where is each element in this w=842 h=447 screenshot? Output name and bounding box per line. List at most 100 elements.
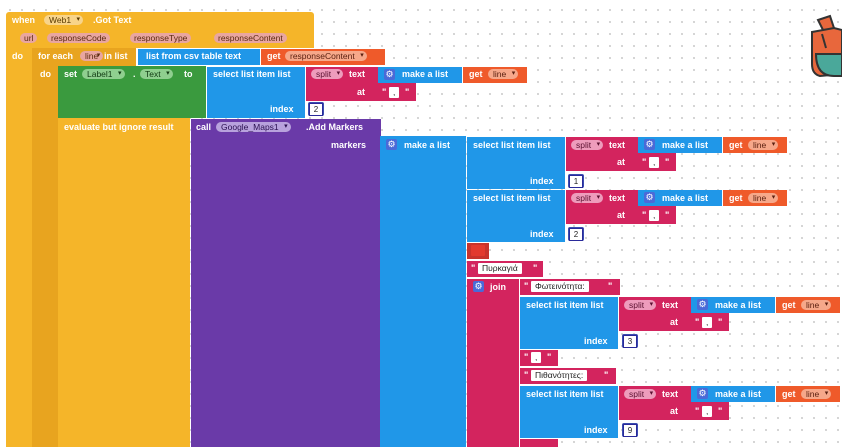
split-dropdown[interactable]: split (571, 193, 604, 203)
index-label: index (584, 425, 608, 435)
param-response-code[interactable]: responseCode (47, 33, 111, 43)
mutator-gear-icon[interactable]: ⚙ (644, 192, 655, 203)
to-label: to (184, 69, 193, 79)
var-dropdown-line[interactable]: line (488, 69, 519, 79)
index-number[interactable]: 3 (623, 335, 637, 348)
markers-label: markers (331, 140, 367, 150)
var-dropdown-response-content[interactable]: responseContent (285, 51, 367, 61)
split-dropdown[interactable]: split (311, 69, 344, 79)
select-list-item-block-probability[interactable] (520, 386, 618, 438)
make-a-list-block[interactable] (691, 297, 775, 313)
select-list-item-label: select list item list (526, 389, 604, 399)
get-label: get (267, 51, 281, 61)
list-from-csv-label: list from csv table text (146, 51, 242, 61)
make-a-list-label: make a list (662, 193, 709, 203)
color-red-block[interactable] (467, 243, 489, 259)
comma-string[interactable]: , (389, 87, 400, 98)
param-response-type[interactable]: responseType (130, 33, 192, 43)
index-label: index (584, 336, 608, 346)
select-list-item-label: select list item list (473, 193, 551, 203)
mutator-gear-icon[interactable]: ⚙ (697, 299, 708, 310)
join-block[interactable] (467, 279, 519, 447)
component-dropdown-label1[interactable]: Label1 (82, 69, 125, 79)
var-dropdown-line[interactable]: line (801, 300, 832, 310)
mutator-gear-icon[interactable]: ⚙ (697, 388, 708, 399)
make-a-list-block[interactable] (378, 67, 462, 83)
event-name: .Got Text (93, 15, 132, 25)
make-a-list-label: make a list (715, 389, 762, 399)
mutator-gear-icon[interactable]: ⚙ (473, 281, 484, 292)
backpack-icon[interactable] (808, 14, 842, 88)
index-label: index (530, 176, 554, 186)
at-label: at (670, 317, 679, 327)
list-from-csv-block[interactable] (138, 49, 260, 65)
event-do-label: do (12, 51, 23, 61)
method-name: .Add Markers (306, 122, 364, 132)
call-add-markers-block[interactable] (191, 119, 381, 447)
select-list-item-block-lat[interactable] (467, 137, 565, 189)
event-do-arm (6, 48, 32, 447)
index-label: index (270, 104, 294, 114)
get-label: get (469, 69, 483, 79)
get-label: get (782, 389, 796, 399)
make-a-list-block[interactable] (691, 386, 775, 402)
param-url[interactable]: url (20, 33, 38, 43)
select-list-item-label: select list item list (213, 69, 291, 79)
loop-var-line[interactable]: line (80, 51, 104, 61)
index-number[interactable]: 2 (569, 228, 583, 241)
index-label: index (530, 229, 554, 239)
split-text-label: text (349, 69, 366, 79)
make-a-list-label: make a list (662, 140, 709, 150)
var-dropdown-line[interactable]: line (748, 140, 779, 150)
get-label: get (782, 300, 796, 310)
mutator-gear-icon[interactable]: ⚙ (644, 139, 655, 150)
loop-do-label: do (40, 69, 51, 79)
param-response-content[interactable]: responseContent (214, 33, 287, 43)
split-text-label: text (662, 300, 679, 310)
evaluate-ignore-block[interactable] (58, 118, 190, 447)
property-dropdown-text[interactable]: Text (140, 69, 173, 79)
split-dropdown[interactable]: split (624, 389, 657, 399)
mutator-gear-icon[interactable]: ⚙ (386, 139, 397, 150)
comma-string[interactable]: , (702, 406, 713, 417)
var-dropdown-line[interactable]: line (748, 193, 779, 203)
index-number[interactable]: 2 (309, 103, 323, 116)
set-label: set (64, 69, 78, 79)
string-fire[interactable]: Πυρκαγιά (478, 263, 522, 274)
get-label: get (729, 140, 743, 150)
select-list-item-label: select list item list (526, 300, 604, 310)
select-list-item-block-brightness[interactable] (520, 297, 618, 349)
comma-text-block[interactable] (520, 439, 558, 447)
make-a-list-label: make a list (402, 69, 449, 79)
mutator-gear-icon[interactable]: ⚙ (384, 69, 395, 80)
comma-string[interactable]: , (649, 210, 660, 221)
get-label: get (729, 193, 743, 203)
select-list-item-label: select list item list (473, 140, 551, 150)
comma-string[interactable]: , (531, 352, 542, 363)
select-list-item-block-lon[interactable] (467, 190, 565, 242)
make-a-list-block[interactable] (638, 137, 722, 153)
dot-label: . (133, 69, 136, 79)
comma-string[interactable]: , (649, 157, 660, 168)
string-probability[interactable]: Πιθανότητες: (531, 370, 588, 381)
join-label: join (490, 282, 506, 292)
select-list-item-block-label[interactable] (207, 67, 305, 118)
split-text-label: text (609, 193, 626, 203)
component-dropdown-web1[interactable]: Web1 (44, 15, 84, 25)
index-number[interactable]: 1 (569, 175, 583, 188)
at-label: at (617, 210, 626, 220)
index-number[interactable]: 9 (623, 424, 637, 437)
for-each-do-arm (32, 66, 58, 447)
make-a-list-block[interactable] (638, 190, 722, 206)
component-dropdown-google-maps1[interactable]: Google_Maps1 (216, 122, 291, 132)
for-each-label: for each (38, 51, 74, 61)
call-label: call (196, 122, 212, 132)
comma-string[interactable]: , (702, 317, 713, 328)
split-dropdown[interactable]: split (571, 140, 604, 150)
string-brightness[interactable]: Φωτεινότητα: (531, 281, 589, 292)
markers-make-a-list-block[interactable] (380, 136, 466, 447)
when-label: when (12, 15, 36, 25)
var-dropdown-line[interactable]: line (801, 389, 832, 399)
at-label: at (670, 406, 679, 416)
split-dropdown[interactable]: split (624, 300, 657, 310)
